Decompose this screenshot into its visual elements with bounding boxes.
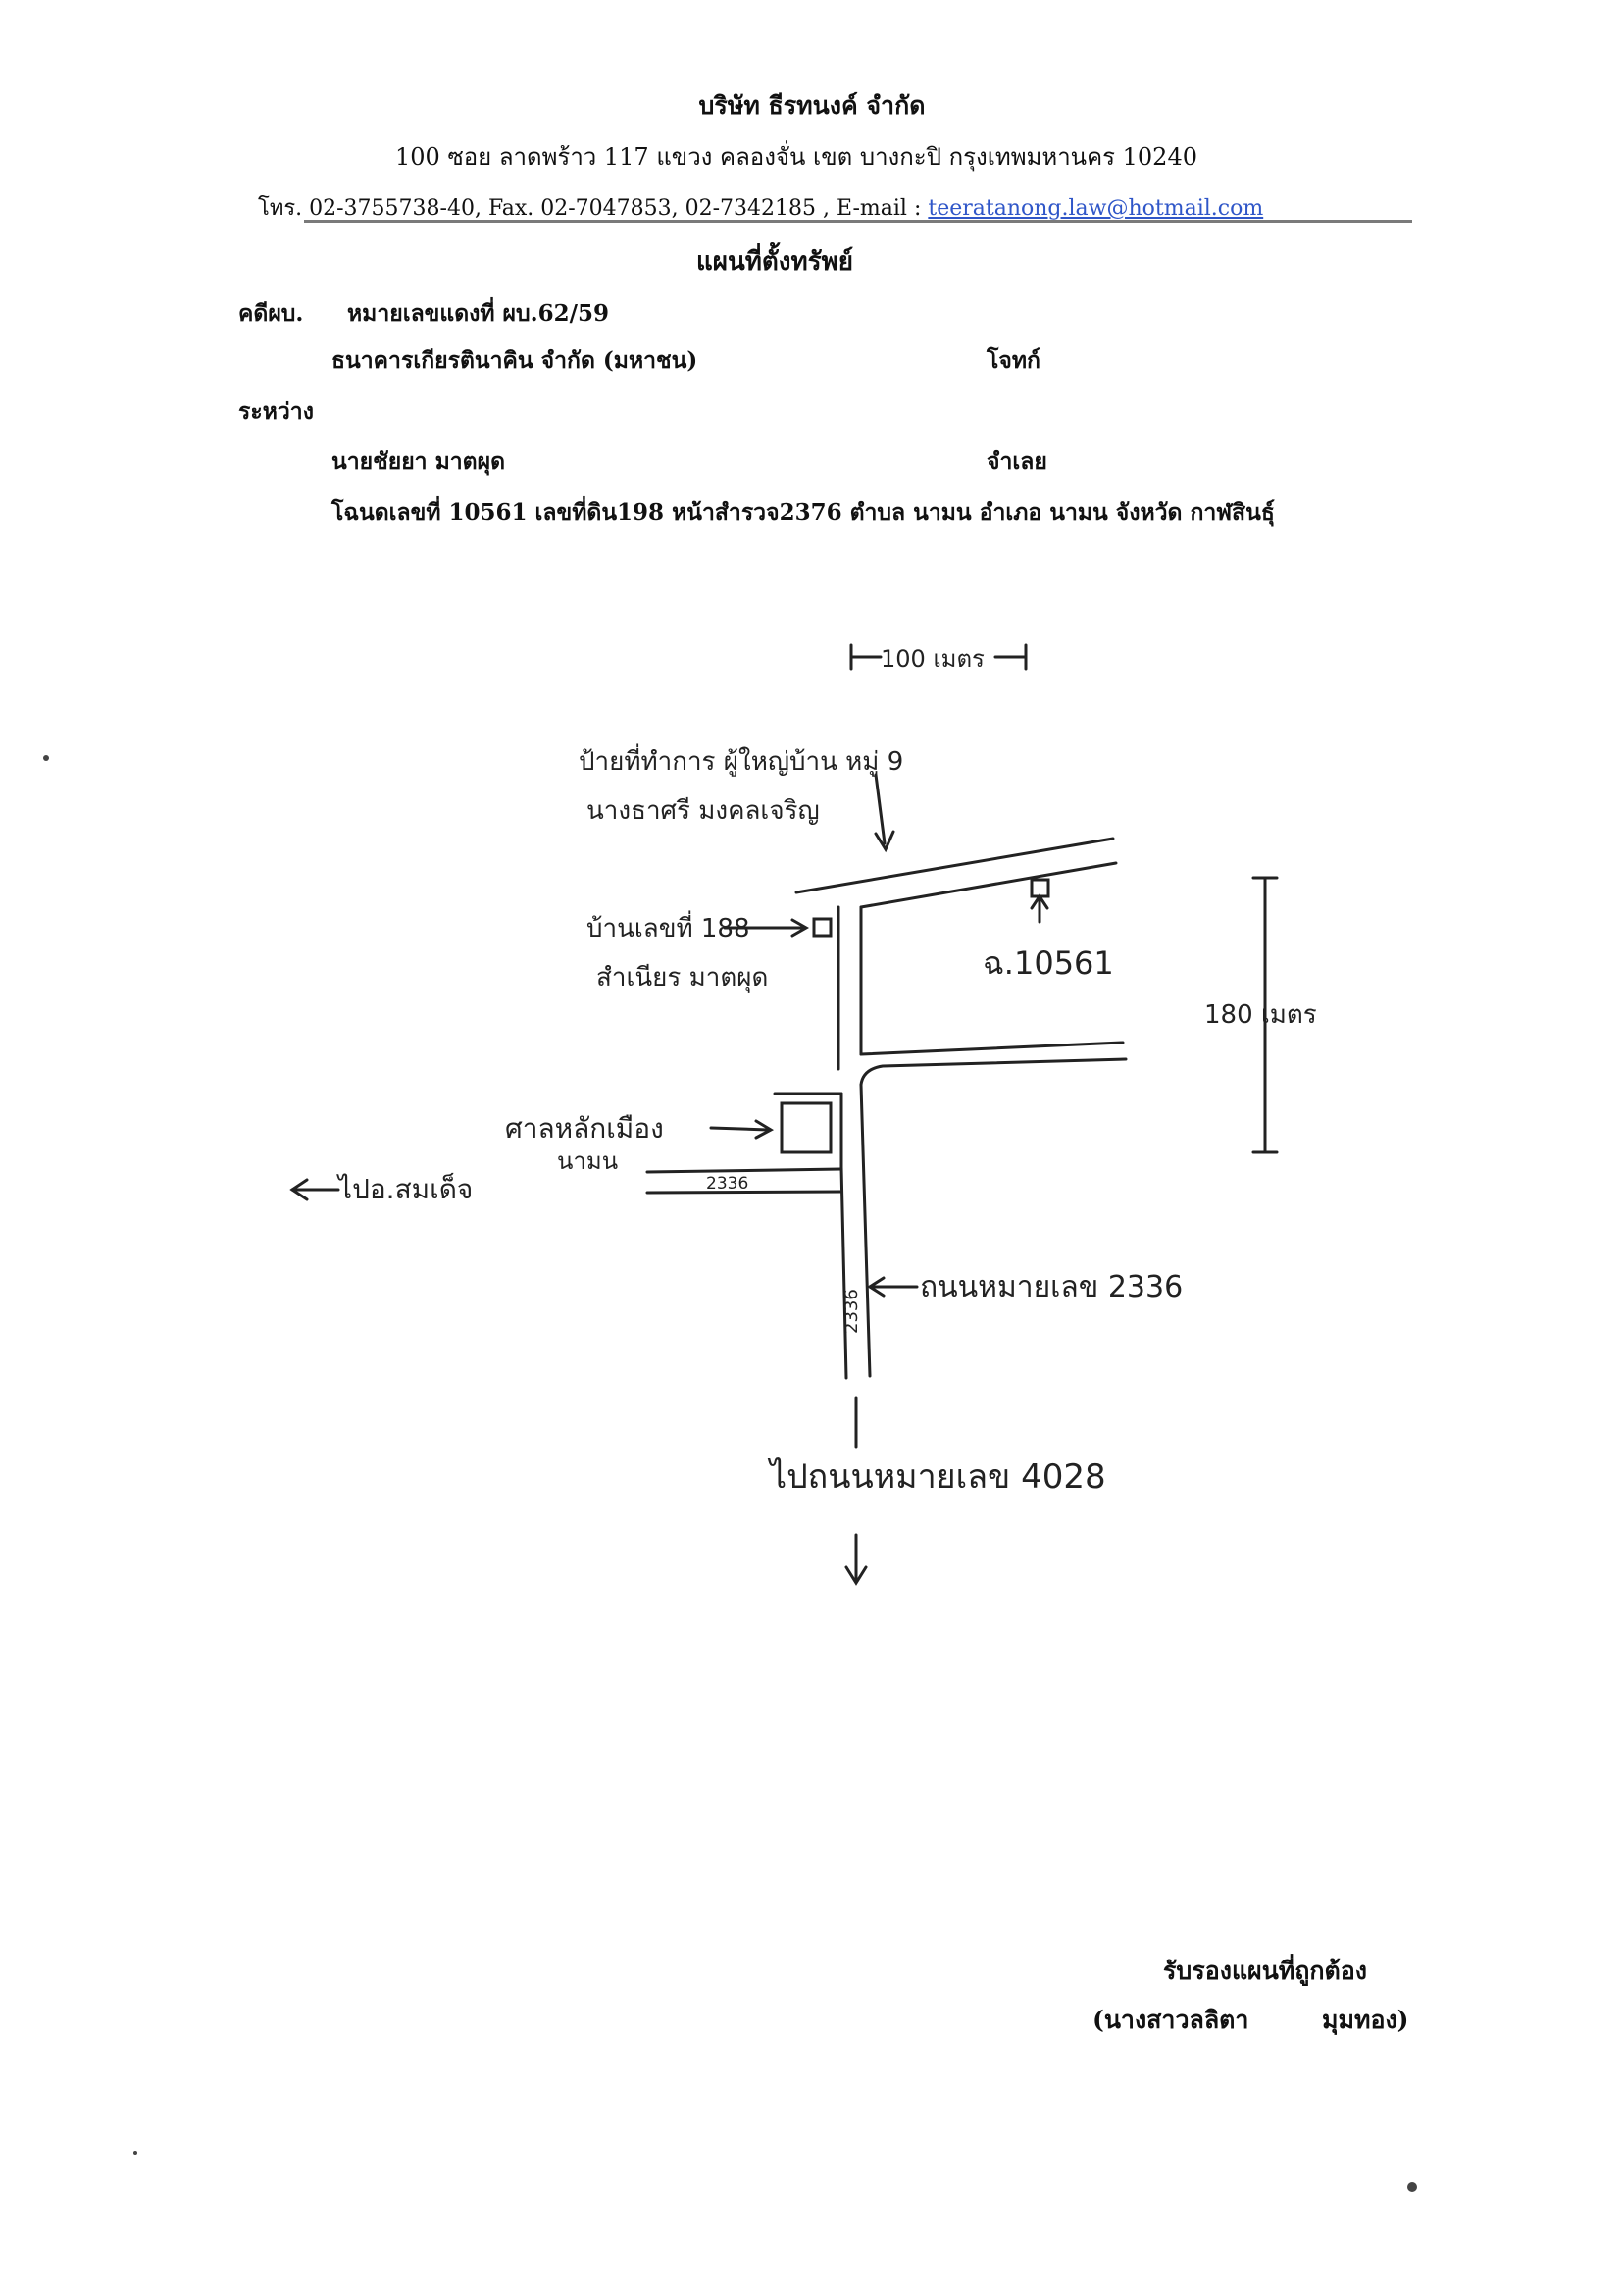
house-marker-icon <box>723 917 833 938</box>
road-label: ถนนหมายเลข 2336 <box>920 1270 1183 1304</box>
between-label: ระหว่าง <box>238 398 314 425</box>
document-title: แผนที่ตั้งทรัพย์ <box>696 247 853 277</box>
case-prefix: คดีผบ. <box>238 300 304 327</box>
shrine-area <box>709 1092 843 1169</box>
company-address: 100 ซอย ลาดพร้าว 117 แขวง คลองจั่น เขต บ… <box>395 143 1197 171</box>
signer-name-left: (นางสาวลลิตา <box>1092 2006 1249 2034</box>
main-road-north <box>837 905 863 1071</box>
scan-speck <box>1407 2182 1417 2192</box>
scale-side-label: 180 เมตร <box>1204 1000 1317 1030</box>
village-head-label-1: ป้ายที่ทำการ ผู้ใหญ่บ้าน หมู่ 9 <box>579 743 903 777</box>
village-head-arrow <box>874 773 895 853</box>
plaintiff-role: โจทก์ <box>987 347 1040 374</box>
road-label-arrow <box>867 1276 919 1298</box>
scale-top-label: 100 เมตร <box>881 645 985 673</box>
shrine-label-1: ศาลหลักเมือง <box>505 1112 664 1145</box>
company-name: บริษัท ธีรทนงค์ จำกัด <box>698 91 926 120</box>
left-direction-label: ไปอ.สมเด็จ <box>336 1172 473 1205</box>
side-scale-bar <box>1251 876 1279 1154</box>
south-direction-label: ไปถนนหมายเลข 4028 <box>767 1457 1106 1497</box>
contact-phone-fax: โทร. 02-3755738-40, Fax. 02-7047853, 02-… <box>258 196 929 221</box>
house-label-2: สำเนียร มาตผุด <box>596 963 768 993</box>
plaintiff-name: ธนาคารเกียรตินาคิน จำกัด (มหาชน) <box>331 347 698 374</box>
road-number-h: 2336 <box>706 1174 748 1194</box>
north-road <box>794 837 1118 909</box>
scan-speck <box>43 755 49 761</box>
house-label-1: บ้านเลขที่ 188 <box>586 910 750 943</box>
road-2336-west <box>645 1167 843 1195</box>
scale-top-bar <box>849 643 1028 671</box>
south-direction-arrow <box>844 1396 868 1586</box>
scan-speck <box>133 2151 137 2155</box>
parcel-marker-icon <box>1030 878 1050 924</box>
parcel-label: ฉ.10561 <box>983 944 1114 982</box>
shrine-label-2: นามน <box>557 1147 618 1175</box>
defendant-role: จำเลย <box>987 448 1047 475</box>
email-link[interactable]: teeratanong.law@hotmail.com <box>928 196 1264 221</box>
deed-line: โฉนดเลขที่ 10561 เลขที่ดิน198 หน้าสำรวจ2… <box>331 499 1275 526</box>
village-head-label-2: นางธาศรี มงคลเจริญ <box>586 796 820 826</box>
certify-label: รับรองแผนที่ถูกต้อง <box>1163 1957 1368 1985</box>
left-direction-arrow <box>289 1178 340 1201</box>
signer-name-right: มุมทอง) <box>1322 2006 1409 2034</box>
defendant-name: นายชัยยา มาตผุด <box>331 448 506 475</box>
main-road-south <box>839 1083 872 1380</box>
road-number-v: 2336 <box>841 1289 862 1334</box>
case-number: หมายเลขแดงที่ ผบ.62/59 <box>347 300 610 327</box>
company-contact: โทร. 02-3755738-40, Fax. 02-7047853, 02-… <box>258 190 1263 225</box>
middle-road <box>859 1041 1128 1087</box>
header-rule <box>304 220 1412 223</box>
